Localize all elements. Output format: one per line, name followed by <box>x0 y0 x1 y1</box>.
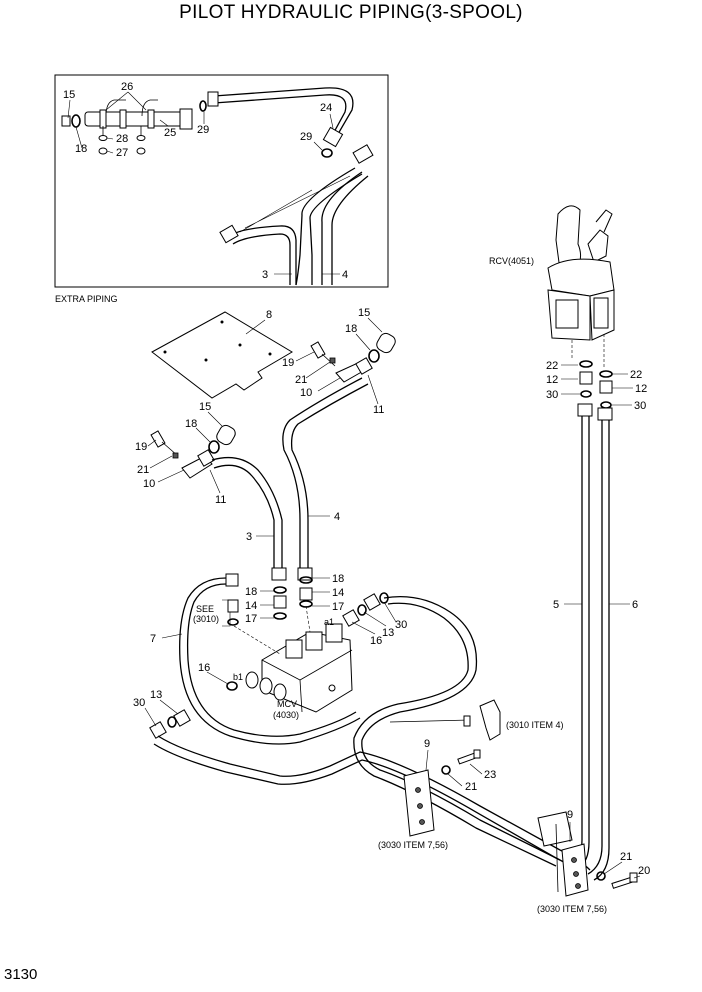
hose-6 <box>587 414 603 875</box>
callout-22a: 22 <box>546 360 558 372</box>
hose-7 <box>179 577 361 745</box>
rcv-label: RCV(4051) <box>489 256 534 266</box>
callout-7: 7 <box>150 633 156 645</box>
callout-11a: 11 <box>373 404 384 416</box>
callout-4a: 4 <box>342 269 348 281</box>
callout-21c: 21 <box>465 781 477 793</box>
ref-3010-item4: (3010 ITEM 4) <box>506 720 564 730</box>
callout-16a: 16 <box>198 662 210 674</box>
callout-30d: 30 <box>634 400 646 412</box>
callout-17a: 17 <box>245 613 257 625</box>
mcv-top-fittings <box>271 567 313 620</box>
callout-6: 6 <box>632 599 638 611</box>
callout-23: 23 <box>484 769 496 781</box>
callout-27: 27 <box>116 147 128 159</box>
mcv-ref: (4030) <box>273 710 299 720</box>
callout-30c: 30 <box>546 389 558 401</box>
callout-13a: 13 <box>150 689 162 701</box>
callout-26: 26 <box>121 81 133 93</box>
callout-21a: 21 <box>295 374 307 386</box>
rcv-joystick <box>547 205 615 368</box>
mcv-body <box>233 605 353 713</box>
callout-29b: 29 <box>300 131 312 143</box>
callout-12b: 12 <box>635 383 647 395</box>
pipe-4 <box>282 377 363 570</box>
inset-pipe-3 <box>295 167 356 286</box>
callout-11b: 11 <box>215 494 226 506</box>
callout-10b: 10 <box>143 478 155 490</box>
port-a1: a1 <box>324 617 334 627</box>
hose-lower <box>157 735 591 871</box>
callout-18: 18 <box>75 143 87 155</box>
callout-22b: 22 <box>630 369 642 381</box>
extra-piping-inset <box>54 74 389 288</box>
callout-18b: 18 <box>345 323 357 335</box>
port-b1: b1 <box>233 672 243 682</box>
callout-15: 15 <box>63 89 75 101</box>
callout-21b: 21 <box>137 464 149 476</box>
page-title: PILOT HYDRAULIC PIPING(3-SPOOL) <box>179 2 523 23</box>
callout-10a: 10 <box>300 387 312 399</box>
callout-12a: 12 <box>546 374 558 386</box>
callout-19a: 19 <box>282 357 294 369</box>
see-label: SEE <box>196 604 214 614</box>
pipe-3 <box>211 456 283 570</box>
callout-8: 8 <box>266 309 272 321</box>
elbow-group-right <box>310 332 396 383</box>
ref-3030-b: (3030 ITEM 7,56) <box>537 904 607 914</box>
page-number: 3130 <box>4 966 38 983</box>
callout-5: 5 <box>553 599 559 611</box>
callout-19b: 19 <box>135 441 147 453</box>
callout-18c: 18 <box>185 418 197 430</box>
callout-15b: 15 <box>358 307 370 319</box>
callout-4b: 4 <box>334 511 340 523</box>
callout-16b: 16 <box>370 635 382 647</box>
callout-30b: 30 <box>395 619 407 631</box>
callout-9b: 9 <box>567 809 573 821</box>
ref-3030-a: (3030 ITEM 7,56) <box>378 840 448 850</box>
callout-18e: 18 <box>332 573 344 585</box>
hose-5 <box>571 412 583 863</box>
hose-right-loop <box>361 595 561 861</box>
inset-hose-24 <box>213 87 354 135</box>
callout-17b: 17 <box>332 601 344 613</box>
callout-20: 20 <box>638 865 650 877</box>
callout-9a: 9 <box>424 738 430 750</box>
clamp-9-middle <box>403 769 435 837</box>
callout-30a: 30 <box>133 697 145 709</box>
callout-24: 24 <box>320 102 332 114</box>
elbow-group-left <box>150 424 236 479</box>
callout-25: 25 <box>164 127 176 139</box>
callout-14b: 14 <box>332 587 344 599</box>
inset-frame <box>54 74 389 288</box>
mcv-label: MCV <box>277 699 297 709</box>
see-ref: (3010) <box>193 614 219 624</box>
extra-piping-label: EXTRA PIPING <box>55 294 118 304</box>
callout-29a: 29 <box>197 124 209 136</box>
callout-13b: 13 <box>382 627 394 639</box>
clamp-9-right <box>537 811 589 897</box>
callout-15c: 15 <box>199 401 211 413</box>
callout-21d: 21 <box>620 851 632 863</box>
inset-pipe-4 <box>321 171 363 285</box>
cover-plate <box>151 311 293 399</box>
callout-28: 28 <box>116 133 128 145</box>
callout-14a: 14 <box>245 600 257 612</box>
callout-18d: 18 <box>245 586 257 598</box>
callout-3a: 3 <box>262 269 268 281</box>
callout-3b: 3 <box>246 531 252 543</box>
